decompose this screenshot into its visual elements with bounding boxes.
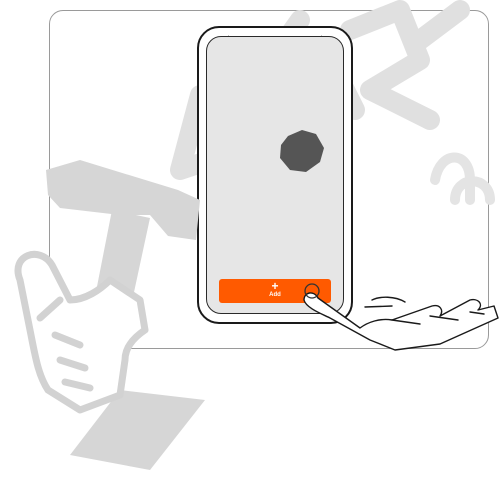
add-button-label: Add: [219, 291, 331, 300]
plus-icon: +: [219, 281, 331, 291]
add-button[interactable]: + Add: [219, 279, 331, 303]
phone-screen: [206, 36, 344, 314]
